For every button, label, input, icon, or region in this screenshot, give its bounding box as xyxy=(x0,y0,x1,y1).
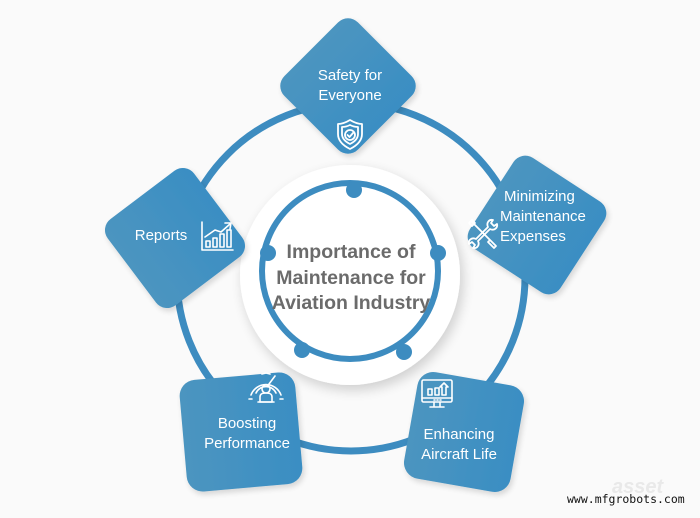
title-line: Maintenance for xyxy=(276,266,426,289)
speedometer-person-icon xyxy=(248,372,284,403)
ring-dot xyxy=(346,182,362,198)
inner-ring xyxy=(259,180,441,362)
label-line: Enhancing xyxy=(423,426,495,443)
label-line: Minimizing xyxy=(504,188,575,205)
label-line: Expenses xyxy=(500,228,566,245)
ring-dot xyxy=(396,344,412,360)
node-expenses-shape xyxy=(467,155,607,295)
shield-check-icon xyxy=(337,119,363,150)
node-safety-shape xyxy=(280,18,416,154)
node-aircraft-life-label: Enhancing Aircraft Life xyxy=(406,425,512,465)
watermark-url: www.mfgrobots.com xyxy=(567,492,685,506)
label-line: Safety for xyxy=(317,67,383,84)
node-expenses-label: Minimizing Maintenance Expenses xyxy=(500,187,610,247)
title-line: Aviation Industry xyxy=(271,292,431,314)
wrench-screwdriver-icon xyxy=(467,218,499,250)
title-line: Importance of xyxy=(286,241,416,263)
label-line: Everyone xyxy=(318,87,382,104)
monitor-chart-icon xyxy=(421,379,453,408)
center-title: Importance of Maintenance for Aviation I… xyxy=(262,240,440,317)
label-line: Boosting xyxy=(217,415,277,432)
watermark-logo: asset xyxy=(612,476,664,498)
node-reports-label: Reports xyxy=(126,226,196,246)
label-line: Performance xyxy=(204,435,290,452)
label-line: Maintenance xyxy=(500,208,586,225)
center-disc xyxy=(240,165,460,385)
node-safety-label: Safety for Everyone xyxy=(298,66,402,106)
ring-dot xyxy=(260,245,276,261)
node-reports-shape xyxy=(104,167,246,309)
label-line: Aircraft Life xyxy=(421,446,497,463)
node-performance-label: Boosting Performance xyxy=(192,414,302,454)
label-line: Reports xyxy=(134,227,188,244)
ring-dot xyxy=(294,342,310,358)
ring-dot xyxy=(430,245,446,261)
bar-chart-growth-icon xyxy=(201,221,234,251)
